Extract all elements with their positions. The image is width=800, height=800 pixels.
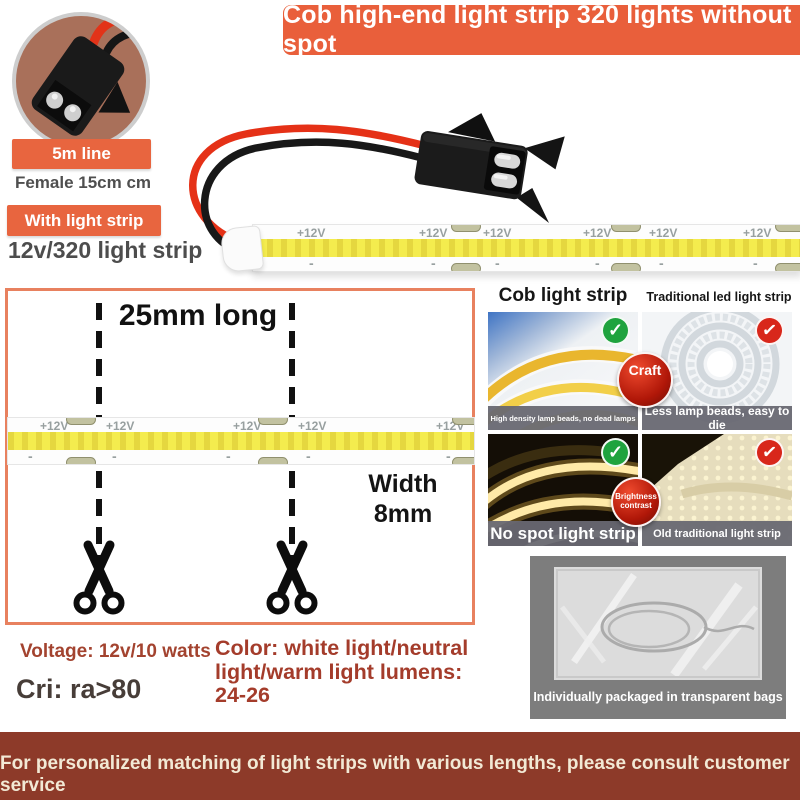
strip-marking: - [495,255,500,271]
solder-pad [66,418,96,425]
title-banner: Cob high-end light strip 320 lights with… [283,1,800,58]
solder-pad [258,418,288,425]
connector-thumbnail [12,12,150,150]
scissors-icon [73,540,125,615]
compare-header-cob: Cob light strip [498,285,628,306]
solder-pad [611,263,641,271]
strip-marking: +12V [40,419,69,433]
strip-marking: +12V [298,419,327,433]
footer-banner: For personalized matching of light strip… [0,732,800,800]
brightness-badge-line1: Brightness [615,492,657,501]
strip-marking: - [753,255,758,271]
check-icon: ✓ [601,316,630,345]
strip-marking: +12V [743,226,772,240]
female-connector-label: Female 15cm cm [14,173,152,192]
solder-pad [451,225,481,232]
brightness-contrast-badge: Brightness contrast [611,477,661,527]
strip-marking: - [431,255,436,271]
strip-marking: +12V [233,419,262,433]
bag-art [554,567,762,680]
brightness-badge-line2: contrast [620,501,652,510]
tag-with-light-strip: With light strip [7,205,161,236]
craft-badge: Craft [617,352,673,408]
check-icon: ✓ [601,438,630,467]
color-spec-line1: Color: white light/neutral [215,636,469,660]
transparent-bag-photo [554,567,762,680]
voltage-spec: Voltage: 12v/10 watts [20,641,211,662]
solder-pad [452,457,474,464]
width-label: Width 8mm [338,469,468,529]
solder-pad [775,225,800,232]
color-spec-line3: 24-26 [215,683,270,707]
solder-pad [775,263,800,271]
craft-badge-text: Craft [628,362,662,378]
connector-icon [31,16,146,136]
old-traditional-strip-image: ✓ Old traditional light strip [642,434,792,546]
solder-pad [66,457,96,464]
solder-pad [452,418,474,425]
tag-with-light-strip-text: With light strip [24,210,144,230]
led-strip-drawing: +12V +12V +12V +12V +12V - - - - - [7,417,475,465]
strip-endcap [219,225,265,273]
compare-caption: Less lamp beads, easy to die [642,404,792,430]
packaging-panel: Individually packaged in transparent bag… [530,556,786,719]
tag-5m-line: 5m line [12,139,151,169]
strip-marking: +12V [583,226,612,240]
solder-pad [451,263,481,271]
cob-band [253,239,800,257]
led-strip-photo: +12V +12V +12V +12V +12V +12V - - - - - … [252,224,800,272]
compare-caption: Old traditional light strip [642,521,792,546]
compare-caption: High density lamp beads, no dead lamps [488,406,638,430]
wires-and-connector-image [189,113,565,256]
scissors-icon [266,540,318,615]
strip-marking: +12V [106,419,135,433]
strip-marking: - [306,448,311,464]
solder-pad [611,225,641,232]
width-label-line2: 8mm [373,500,433,528]
cut-diagram: 25mm long +12V +12V +12V +12V +12V - - -… [5,288,475,625]
product-spec-title: 12v/320 light strip [8,237,203,263]
strip-marking: +12V [649,226,678,240]
compare-caption: No spot light strip [488,521,638,546]
title-banner-text: Cob high-end light strip 320 lights with… [283,1,792,58]
strip-marking: - [28,448,33,464]
packaging-caption: Individually packaged in transparent bag… [533,690,783,704]
cri-spec: Cri: ra>80 [16,674,142,704]
cut-length-label: 25mm long [118,299,278,332]
cob-strip-image: ✓ High density lamp beads, no dead lamps [488,312,638,430]
strip-marking: - [226,448,231,464]
solder-pad [258,457,288,464]
footer-banner-text: For personalized matching of light strip… [0,753,790,796]
strip-marking: +12V [419,226,448,240]
strip-marking: +12V [297,226,326,240]
strip-marking: - [112,448,117,464]
strip-marking: - [595,255,600,271]
tag-5m-line-text: 5m line [52,144,111,163]
strip-marking: +12V [483,226,512,240]
strip-marking: - [309,255,314,271]
cob-band [8,432,474,450]
color-spec-line2: light/warm light lumens: [215,659,463,684]
strip-marking: - [659,255,664,271]
compare-header-traditional: Traditional led light strip [646,290,792,304]
no-spot-strip-image: ✓ No spot light strip [488,434,638,546]
color-spec: Color: white light/neutral light/warm li… [215,636,485,708]
strip-marking: - [446,448,451,464]
width-label-line1: Width [368,470,438,498]
